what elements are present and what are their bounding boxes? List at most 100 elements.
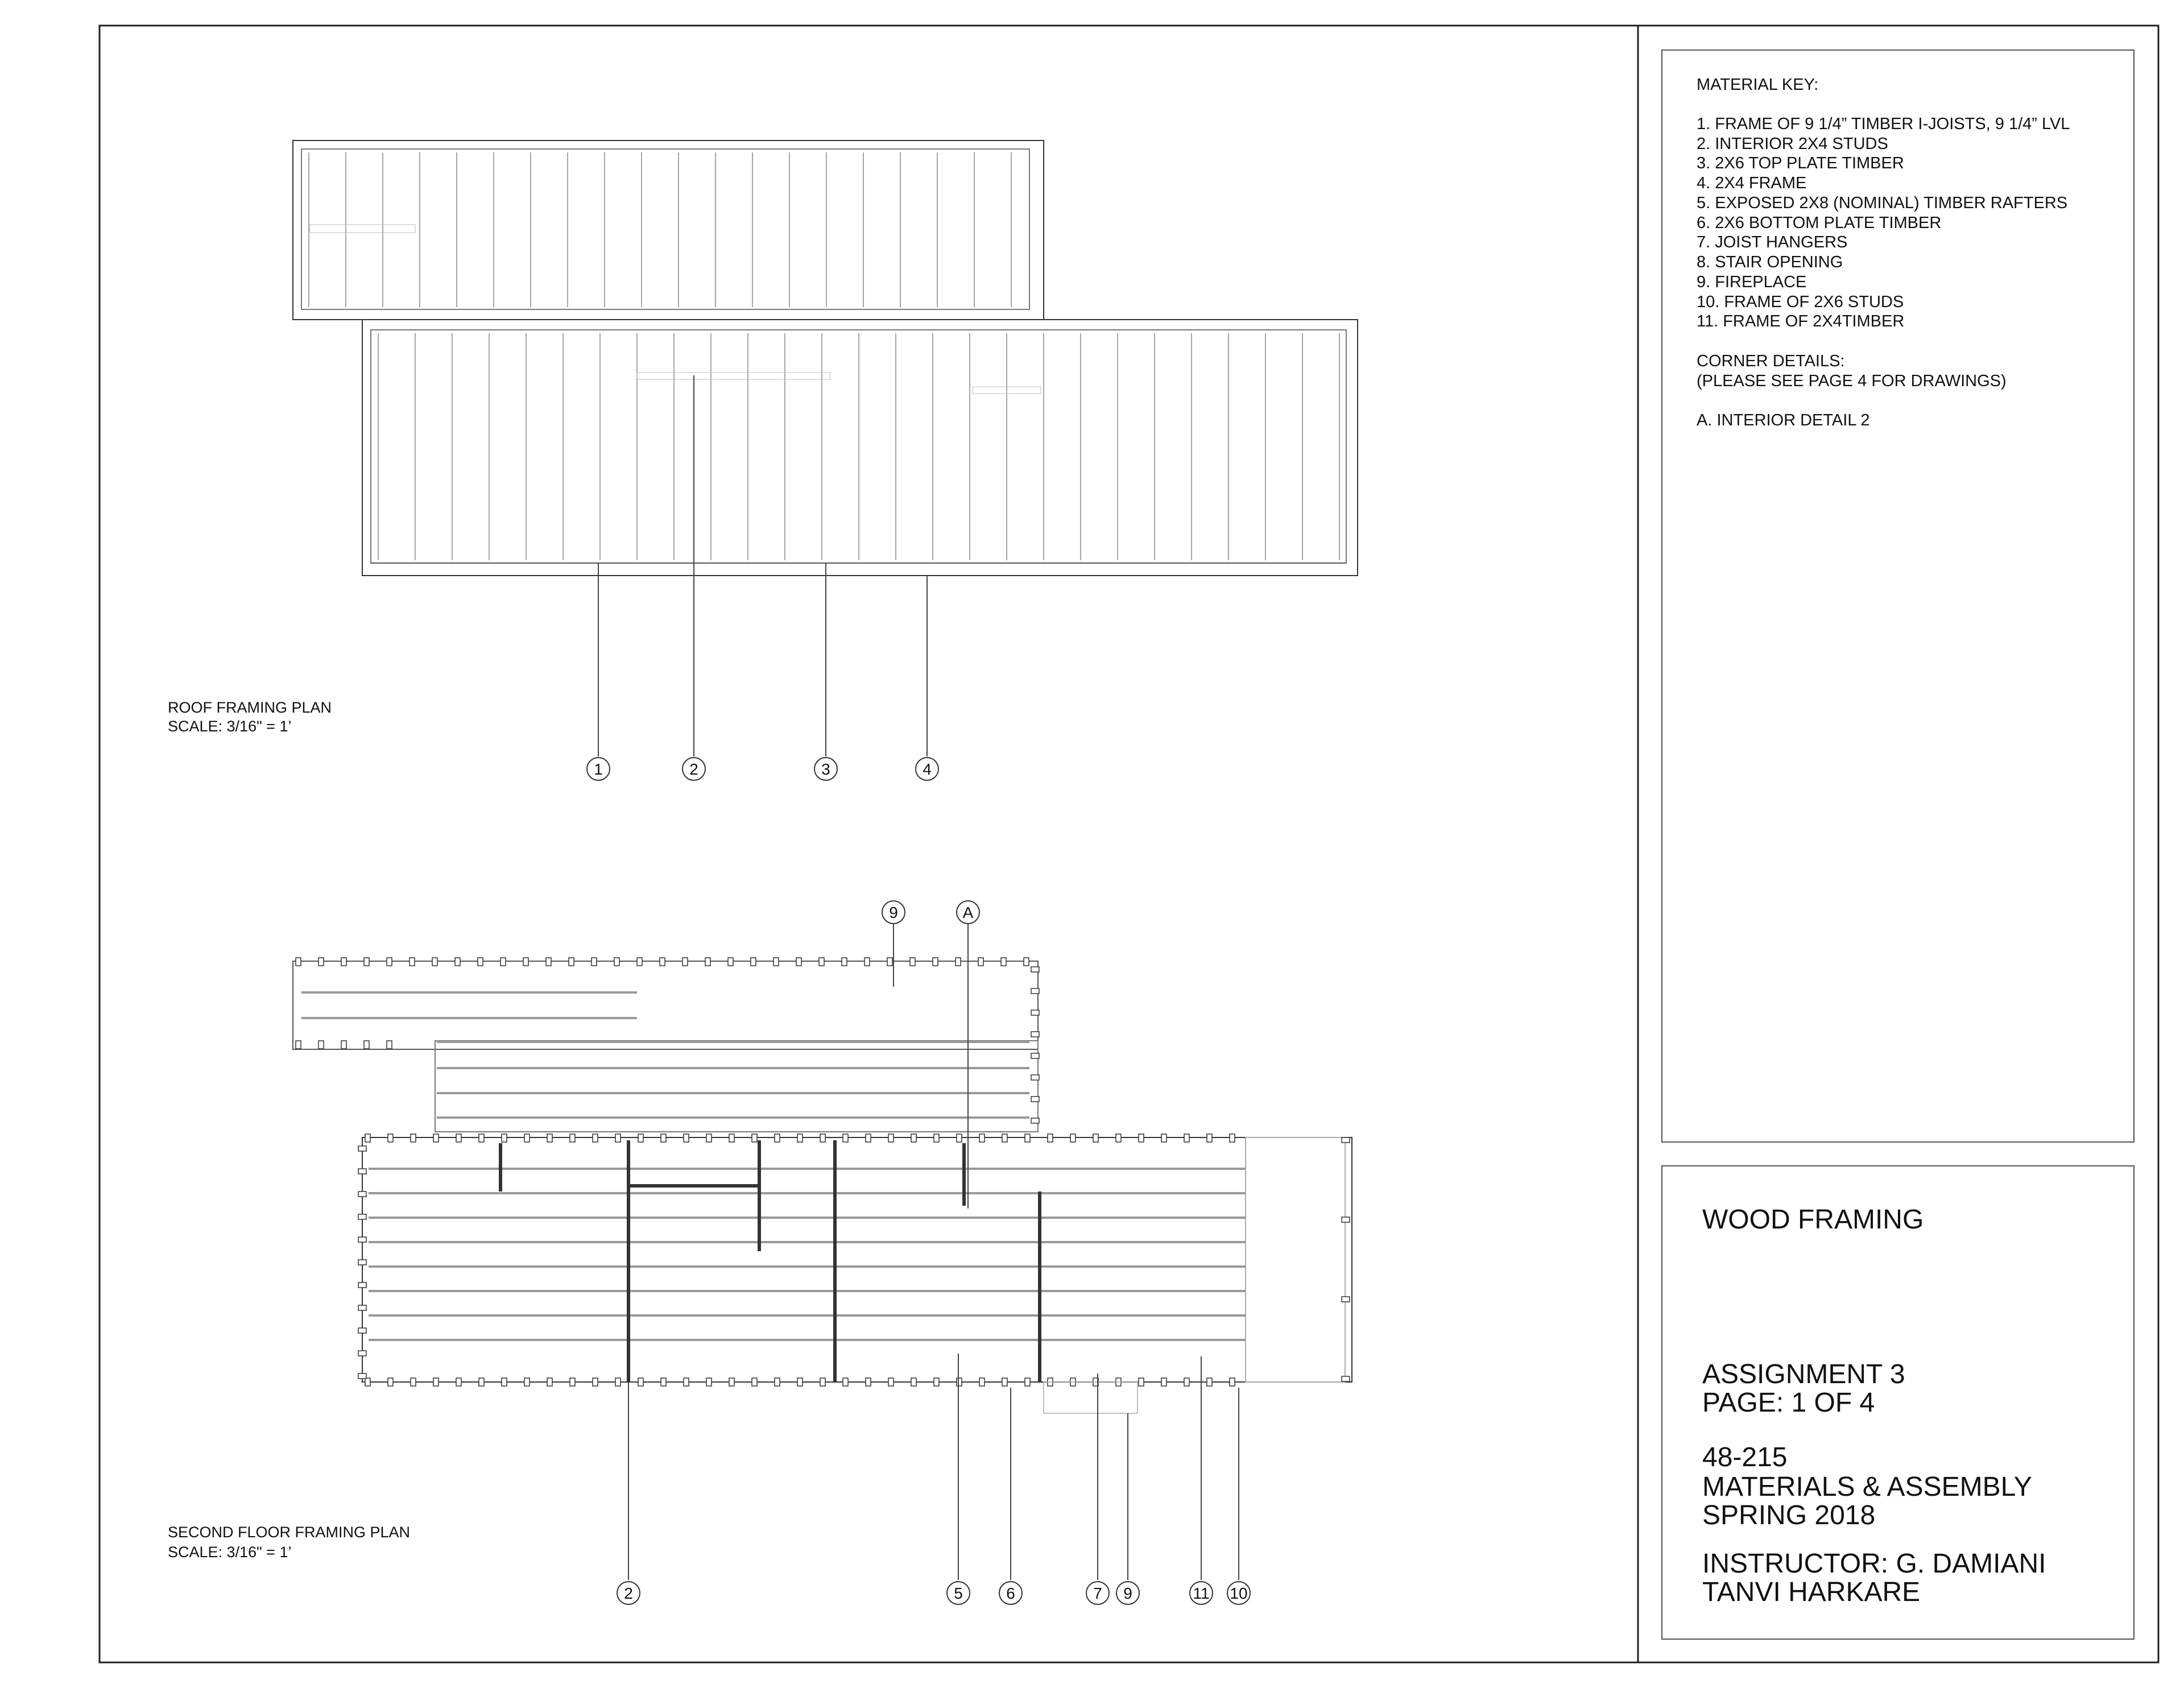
floor-stud <box>706 1133 712 1143</box>
floor-stud <box>363 957 370 966</box>
corner-details-heading: CORNER DETAILS: <box>1697 352 1845 370</box>
floor-stud <box>500 957 506 966</box>
floor-stud <box>501 1133 507 1143</box>
floor-stud <box>1024 1377 1031 1387</box>
floor-stud <box>358 1373 367 1379</box>
floor-stud <box>1161 1133 1167 1143</box>
floor-stud <box>410 1133 416 1143</box>
floor-stud <box>682 957 688 966</box>
roof-upper-inner <box>301 148 1030 310</box>
floor-stud <box>955 957 961 966</box>
callout-circle <box>1189 1581 1213 1605</box>
floor-stud <box>1341 1217 1350 1223</box>
floor-stud <box>614 957 620 966</box>
callout-label: 7 <box>1093 1584 1102 1602</box>
floor-stud <box>1184 1133 1190 1143</box>
floor-stud <box>358 1191 367 1197</box>
floor-stud <box>887 957 893 966</box>
floor-stud <box>1002 1133 1008 1143</box>
floor-stud <box>409 957 415 966</box>
callout-label: 9 <box>889 904 898 921</box>
floor-stud <box>478 1133 485 1143</box>
floor-stud <box>1161 1377 1167 1387</box>
floor-main-outline <box>362 1137 1352 1383</box>
floor-stud <box>774 1377 780 1387</box>
roof-opening-hint <box>636 372 831 380</box>
floor-stud <box>933 1133 940 1143</box>
floor-upper-studs <box>295 957 1040 1124</box>
material-key-item: 7. JOIST HANGERS <box>1697 233 1847 251</box>
floor-stud <box>363 1040 370 1049</box>
material-key-item: 4. 2X4 FRAME <box>1697 174 1806 192</box>
floor-stud <box>774 1133 780 1143</box>
floor-stud <box>547 1133 553 1143</box>
material-key-item: 3. 2X6 TOP PLATE TIMBER <box>1697 154 1904 172</box>
page-label: PAGE: 1 OF 4 <box>1702 1388 1875 1418</box>
floor-main-studs <box>358 1133 1350 1387</box>
floor-stud <box>1184 1377 1190 1387</box>
floor-stud <box>1115 1133 1122 1143</box>
floor-stud <box>358 1305 367 1311</box>
floor-stud <box>683 1133 689 1143</box>
material-key: MATERIAL KEY: 1. FRAME OF 9 1/4” TIMBER … <box>1697 76 2070 429</box>
corner-details-note: (PLEASE SEE PAGE 4 FOR DRAWINGS) <box>1697 372 2007 390</box>
floor-stud <box>865 1133 871 1143</box>
sheet-title: WOOD FRAMING <box>1702 1205 1924 1235</box>
floor-stud <box>659 957 665 966</box>
floor-stud <box>1024 1133 1031 1143</box>
instructor-label: INSTRUCTOR: G. DAMIANI <box>1702 1549 2046 1579</box>
material-key-item: 5. EXPOSED 2X8 (NOMINAL) TIMBER RAFTERS <box>1697 194 2067 212</box>
floor-stud <box>683 1377 689 1387</box>
floor-stud <box>569 1133 576 1143</box>
floor-stud <box>933 1377 940 1387</box>
floor-stud <box>456 1133 462 1143</box>
material-key-item: 2. INTERIOR 2X4 STUDS <box>1697 135 1888 153</box>
floor-stud <box>432 957 438 966</box>
floor-stud <box>888 1133 894 1143</box>
floor-stud <box>636 957 643 966</box>
floor-stud <box>387 1377 394 1387</box>
floor-main-joists <box>369 1168 1246 1341</box>
floor-stud <box>932 957 938 966</box>
interior-detail-note: A. INTERIOR DETAIL 2 <box>1697 411 1870 429</box>
floor-stud <box>1000 957 1007 966</box>
callout-label: 11 <box>1193 1584 1209 1602</box>
callout-label: 2 <box>689 760 698 778</box>
callout-label: 6 <box>1006 1584 1015 1602</box>
title-block-panel <box>1661 1165 2135 1640</box>
callout-label: A <box>963 904 974 921</box>
floor-stud <box>358 1168 367 1174</box>
callout-circle <box>617 1581 640 1605</box>
callout-label: 3 <box>821 760 830 778</box>
callout-circle <box>682 757 706 781</box>
callout-circle <box>1086 1581 1110 1605</box>
material-key-panel <box>1661 49 2135 1143</box>
floor-stud <box>318 1040 324 1049</box>
floor-stud <box>978 957 984 966</box>
floor-stud <box>358 1259 367 1265</box>
floor-stud <box>911 1133 917 1143</box>
floor-stud <box>1229 1133 1235 1143</box>
roof-upper-joists <box>308 152 1012 307</box>
callout-circle <box>586 757 610 781</box>
floor-stud <box>387 1133 394 1143</box>
floor-stud <box>820 1377 826 1387</box>
floor-stud <box>568 957 574 966</box>
floor-stud <box>523 957 529 966</box>
floor-stud <box>358 1145 367 1152</box>
floor-stud <box>358 1327 367 1334</box>
floor-plan-scale: SCALE: 3/16" = 1’ <box>168 1544 291 1561</box>
floor-stud <box>638 1377 644 1387</box>
floor-stud <box>318 957 324 966</box>
material-key-item: 10. FRAME OF 2X6 STUDS <box>1697 293 1904 311</box>
floor-stud <box>842 1377 849 1387</box>
callout-label: 5 <box>954 1584 963 1602</box>
floor-stud <box>1047 1133 1053 1143</box>
callout-circle <box>814 757 838 781</box>
floor-callouts: 9 A 2 5 6 7 9 11 10 <box>617 900 1251 1605</box>
floor-stud <box>911 1377 917 1387</box>
roof-upper-outline <box>292 140 1044 320</box>
floor-stud <box>386 957 392 966</box>
floor-stud <box>295 957 301 966</box>
